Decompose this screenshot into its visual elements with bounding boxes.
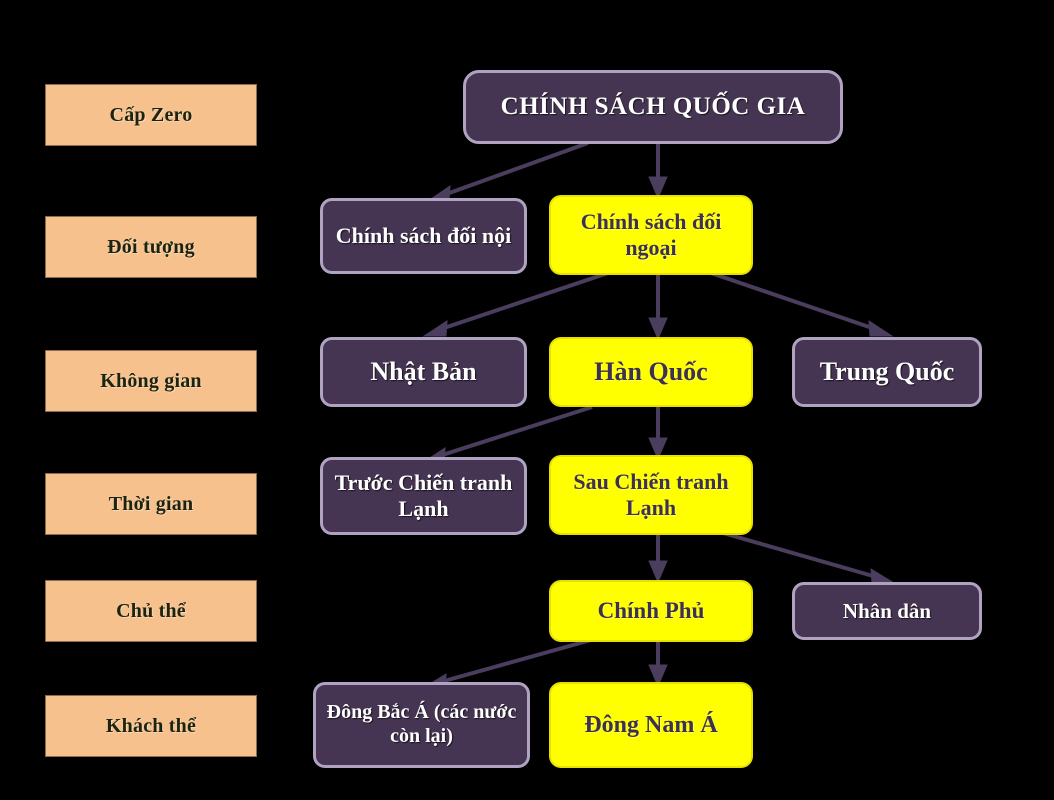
edge-sau-ctl-to-chinh-phu — [648, 535, 668, 584]
edge-han-quoc-to-sau-ctl — [648, 407, 668, 461]
node-dong-bac-a[interactable]: Đông Bắc Á (các nước còn lại) — [313, 682, 530, 768]
edge-doi-ngoai-to-han-quoc — [648, 273, 668, 341]
level-label-text: Đối tượng — [107, 235, 195, 258]
node-label: Trước Chiến tranh Lạnh — [334, 470, 513, 521]
edge-sau-ctl-to-nhan-dan — [715, 529, 896, 584]
node-trung-quoc[interactable]: Trung Quốc — [792, 337, 982, 407]
level-label-cap-zero: Cấp Zero — [45, 84, 257, 146]
node-label: Chính Phủ — [597, 598, 705, 624]
node-han-quoc[interactable]: Hàn Quốc — [549, 337, 753, 407]
node-nhat-ban[interactable]: Nhật Bản — [320, 337, 527, 407]
edge-chinh-phu-to-dong-nam-a — [648, 640, 668, 688]
level-label-text: Chủ thể — [116, 599, 186, 622]
node-label: CHÍNH SÁCH QUỐC GIA — [500, 93, 806, 121]
level-label-khach-the: Khách thể — [45, 695, 257, 757]
edge-chinh-phu-to-dong-bac-a — [421, 638, 592, 689]
node-label: Sau Chiến tranh Lạnh — [573, 469, 729, 520]
level-label-text: Không gian — [100, 369, 202, 392]
node-label: Đông Bắc Á (các nước còn lại) — [326, 701, 517, 747]
edge-doi-ngoai-to-trung-quoc — [710, 271, 894, 337]
node-label: Đông Nam Á — [584, 711, 718, 738]
node-chinh-sach-doi-ngoai[interactable]: Chính sách đối ngoại — [549, 195, 753, 275]
node-label: Nhân dân — [842, 598, 932, 623]
edge-root-to-doi-noi — [426, 141, 589, 202]
node-chinh-phu[interactable]: Chính Phủ — [549, 580, 753, 642]
node-label: Chính sách đối ngoại — [580, 209, 722, 260]
node-label: Nhật Bản — [370, 356, 477, 386]
level-label-text: Thời gian — [108, 492, 194, 515]
edge-doi-ngoai-to-nhat-ban — [422, 271, 609, 337]
node-label: Trung Quốc — [819, 356, 955, 386]
node-root[interactable]: CHÍNH SÁCH QUỐC GIA — [463, 70, 843, 144]
node-sau-chien-tranh-lanh[interactable]: Sau Chiến tranh Lạnh — [549, 455, 753, 535]
level-label-text: Cấp Zero — [109, 103, 193, 126]
level-label-thoi-gian: Thời gian — [45, 473, 257, 535]
node-dong-nam-a[interactable]: Đông Nam Á — [549, 682, 753, 768]
level-label-text: Khách thể — [105, 714, 197, 737]
node-nhan-dan[interactable]: Nhân dân — [792, 582, 982, 640]
level-label-chu-the: Chủ thể — [45, 580, 257, 642]
level-label-doi-tuong: Đối tượng — [45, 216, 257, 278]
node-label: Hàn Quốc — [594, 356, 708, 386]
node-chinh-sach-doi-noi[interactable]: Chính sách đối nội — [320, 198, 527, 274]
level-label-khong-gian: Không gian — [45, 350, 257, 412]
node-label: Chính sách đối nội — [335, 223, 512, 249]
node-truoc-chien-tranh-lanh[interactable]: Trước Chiến tranh Lạnh — [320, 457, 527, 535]
edge-root-to-doi-ngoai — [648, 143, 668, 200]
